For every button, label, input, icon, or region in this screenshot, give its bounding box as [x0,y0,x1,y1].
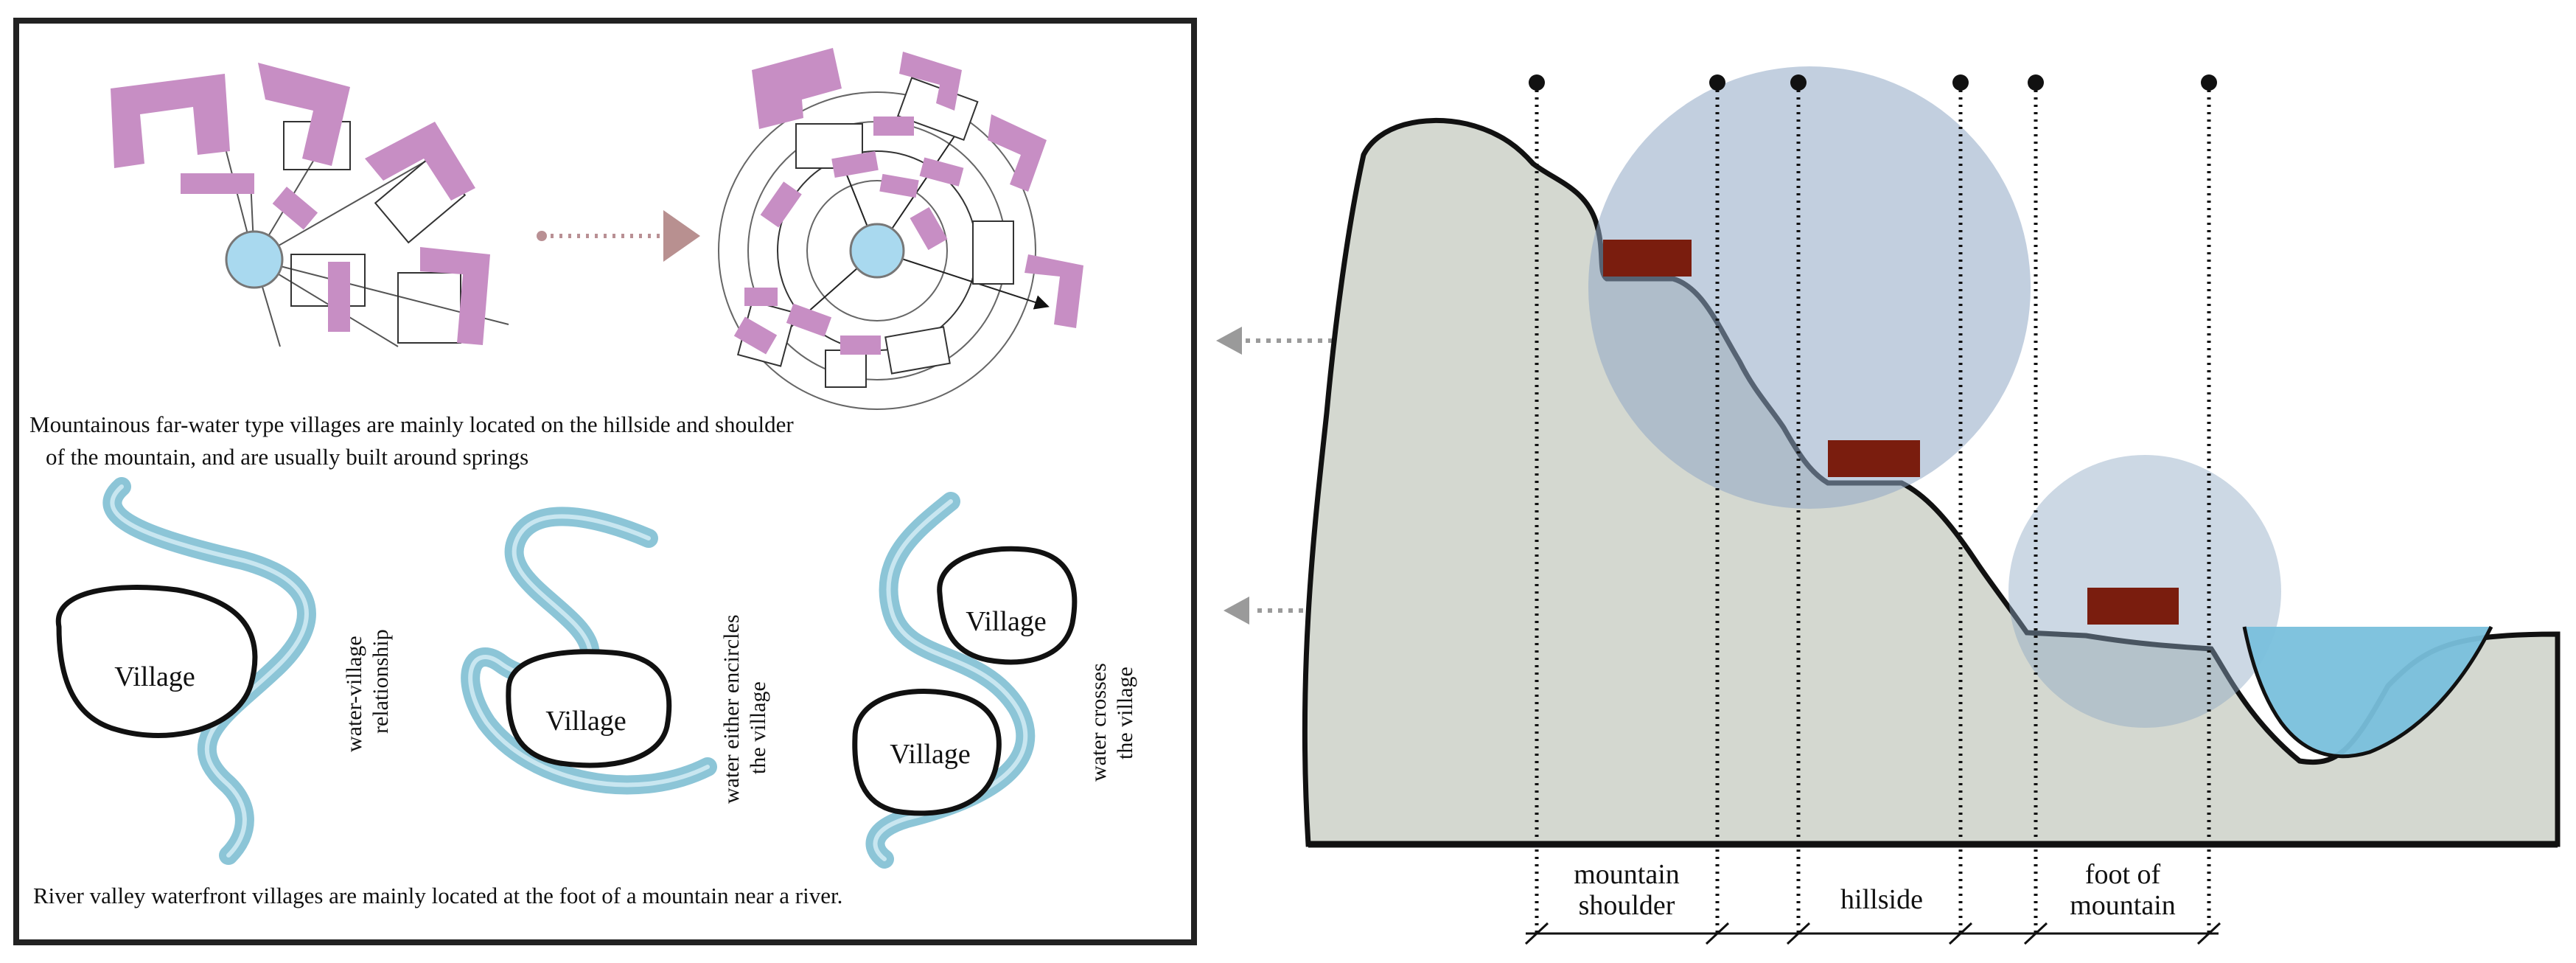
scheme-water-village-relationship: Village water-village relationship [55,477,393,865]
village-label: Village [114,661,195,692]
left-panel: Mountainous far-water type villages are … [13,18,1197,945]
village-outline [937,546,1078,665]
scattered-buildings [111,63,490,345]
river-valley-caption: River valley waterfront villages are mai… [33,883,842,908]
far-water-caption-line1: Mountainous far-water type villages are … [29,411,794,437]
scheme-water-encircles-village: Village water either encircles the villa… [461,507,770,804]
scheme-water-crosses-village: Village Village water crosses the villag… [852,492,1137,869]
village-label: Village [545,706,626,737]
scheme2-label-line2: the village [746,681,770,774]
scheme1-label-line1: water-village [342,636,366,752]
scheme2-label-line1: water either encircles [719,614,744,804]
radial-layout-sketch [718,48,1083,410]
zone-label-hillside: hillside [1840,884,1923,915]
transition-arrow [537,210,700,262]
house-icon [2087,588,2179,625]
zone-label-mountain-shoulder-line2: shoulder [1579,890,1675,921]
village-outline [852,689,1002,816]
radial-buildings [733,48,1083,355]
zone-label-foot-of-mountain-line2: mountain [2070,890,2176,921]
far-water-caption-line2: of the mountain, and are usually built a… [46,444,528,470]
spring-icon [849,223,905,279]
zone-boundary-dots [1529,74,2217,91]
scattered-layout-sketch [111,63,509,347]
far-water-zone-circle [1588,66,2031,509]
spring-icon [225,230,284,289]
house-icon [1603,240,1692,277]
zone-label-foot-of-mountain-line1: foot of [2085,859,2161,890]
house-icon [1828,440,1920,477]
village-label: Village [890,739,971,770]
river-pool [2244,627,2491,757]
scheme1-label-line2: relationship [369,629,393,734]
village-label: Village [966,606,1047,637]
zone-label-mountain-shoulder-line1: mountain [1574,859,1680,890]
village-outline [506,649,672,768]
left-panel-frame [13,18,1197,945]
zone-dimension-line [1524,922,2221,945]
scheme3-label-line2: the village [1113,667,1137,759]
scheme3-label-line1: water crosses [1086,663,1111,782]
village-outline [55,585,258,738]
zone-boundary-lines [1535,83,2211,936]
right-panel: mountain shoulder hillside foot of mount… [1302,66,2561,945]
